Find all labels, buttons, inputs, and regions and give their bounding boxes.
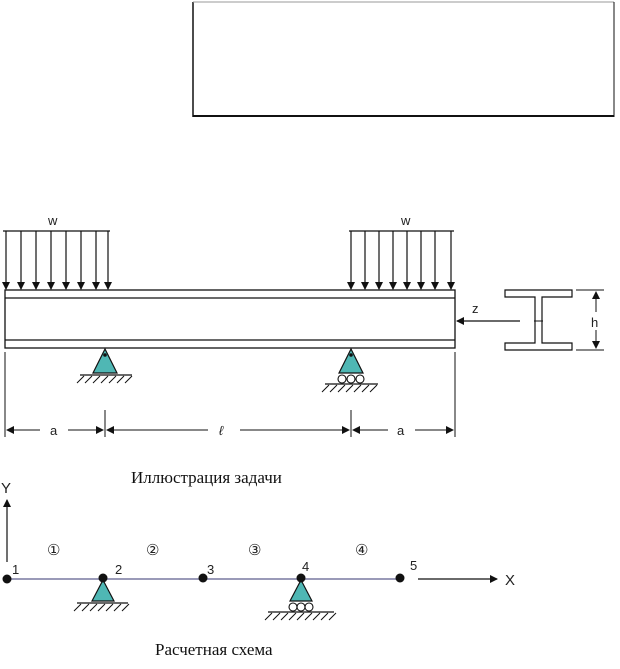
scheme-pin-support (73, 578, 130, 612)
scheme-roller-support (264, 578, 337, 621)
computational-scheme: Y X 1 2 3 4 5 (1, 480, 515, 659)
axis-x-label: X (505, 572, 515, 589)
node-dot (198, 573, 208, 583)
i-beam-cross-section (504, 289, 573, 351)
node-dot (2, 574, 12, 584)
span-dimensions (4, 352, 456, 437)
node-label: 2 (115, 562, 122, 577)
node-label: 4 (302, 559, 309, 574)
element-label: ③ (248, 542, 261, 559)
node-dot (296, 573, 306, 583)
node-label: 5 (410, 558, 417, 573)
node-dot (395, 573, 405, 583)
node-dot (98, 573, 108, 583)
node-label: 1 (12, 562, 19, 577)
element-label: ① (47, 542, 60, 559)
top-frame (192, 1, 615, 117)
axis-y-label: Y (1, 480, 11, 497)
axis-z-label: z (472, 301, 479, 316)
bottom-caption: Расчетная схема (155, 640, 273, 659)
dim-right-label: a (397, 423, 405, 438)
right-distributed-load (347, 230, 455, 290)
height-label: h (591, 315, 598, 330)
load-left-label: w (47, 213, 58, 228)
dim-left-label: a (50, 423, 58, 438)
top-caption: Иллюстрация задачи (131, 468, 282, 487)
height-dimension (576, 289, 604, 351)
element-label: ② (146, 542, 159, 559)
problem-illustration: w w (2, 213, 604, 487)
pin-support-left (76, 347, 133, 384)
roller-support-right (321, 347, 378, 393)
left-distributed-load (2, 230, 112, 290)
beam (4, 289, 456, 349)
dim-middle-label: ℓ (219, 423, 224, 438)
node-label: 3 (207, 562, 214, 577)
load-right-label: w (400, 213, 411, 228)
element-label: ④ (355, 542, 368, 559)
